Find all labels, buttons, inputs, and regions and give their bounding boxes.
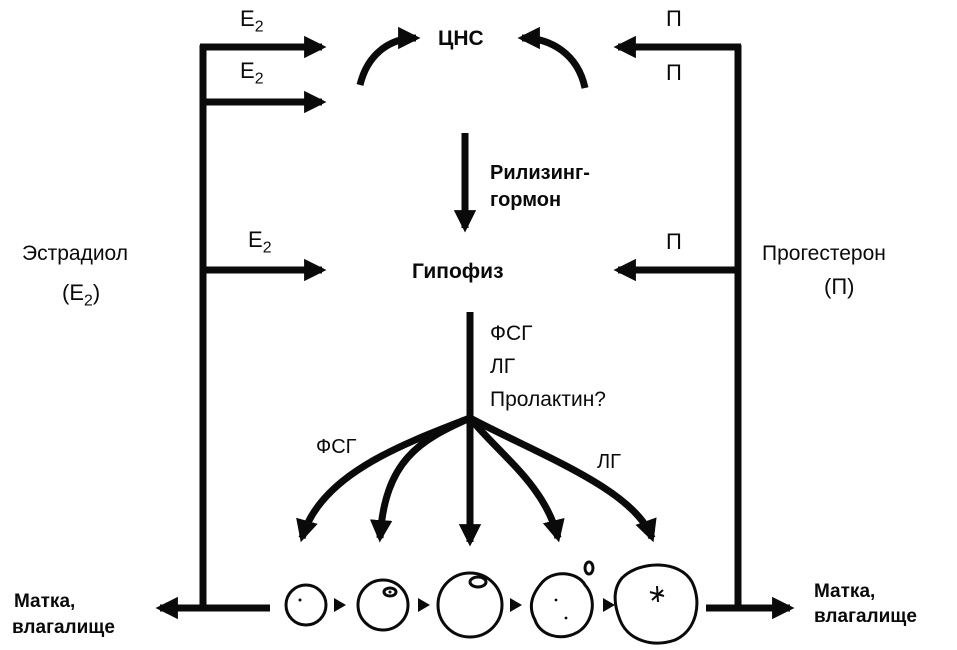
- follicle-stage-4: [529, 560, 595, 639]
- fsh-branch-arrow-2: [369, 414, 472, 543]
- lh-branch-label: ЛГ: [597, 451, 621, 473]
- releasing-hormone-label-line-1: Рилизинг-: [490, 162, 590, 184]
- follicle-stage-1: [284, 583, 328, 627]
- follicle-stage-5: [613, 563, 699, 645]
- p-label-top: П: [666, 6, 682, 31]
- follicle-stage-2: [356, 578, 410, 632]
- lh-top-label: ЛГ: [490, 355, 516, 378]
- fsh-top-label: ФСГ: [490, 322, 533, 345]
- follicle-connector-3: [510, 598, 522, 612]
- follicle-connector-1: [334, 598, 346, 612]
- estradiol-symbol: (Е2): [62, 280, 101, 310]
- cns-left-curved-arrow: [356, 26, 421, 86]
- estradiol-label: Эстрадиол: [22, 242, 129, 265]
- cns-right-curved-arrow: [517, 26, 589, 89]
- p-label-pituitary: П: [666, 229, 682, 254]
- follicle-connector-4: [603, 598, 615, 612]
- progesterone-label: Прогестерон: [762, 242, 886, 265]
- pituitary-label: Гипофиз: [412, 260, 504, 283]
- releasing-hormone-label-line-2: гормон: [490, 189, 562, 211]
- progesterone-symbol: (П): [824, 274, 855, 299]
- uterus-right-line-2: влагалище: [814, 606, 917, 627]
- lh-branch-arrow-1: [467, 415, 565, 543]
- p-label-second: П: [666, 60, 682, 85]
- uterus-right-line-1: Матка,: [814, 581, 876, 602]
- prolactin-label: Пролактин?: [490, 388, 606, 411]
- e2-label-top: Е2: [240, 6, 264, 36]
- lh-branch-arrow-2: [468, 414, 657, 543]
- e2-label-pituitary: Е2: [248, 227, 272, 257]
- follicle-stage-3: [436, 571, 504, 639]
- fsh-branch-label: ФСГ: [316, 436, 357, 458]
- uterus-left-line-2: влагалище: [12, 617, 115, 638]
- follicle-connector-2: [418, 598, 430, 612]
- uterus-left-line-1: Матка,: [14, 591, 76, 612]
- cns-label: ЦНС: [438, 27, 484, 50]
- e2-label-second: Е2: [240, 58, 264, 88]
